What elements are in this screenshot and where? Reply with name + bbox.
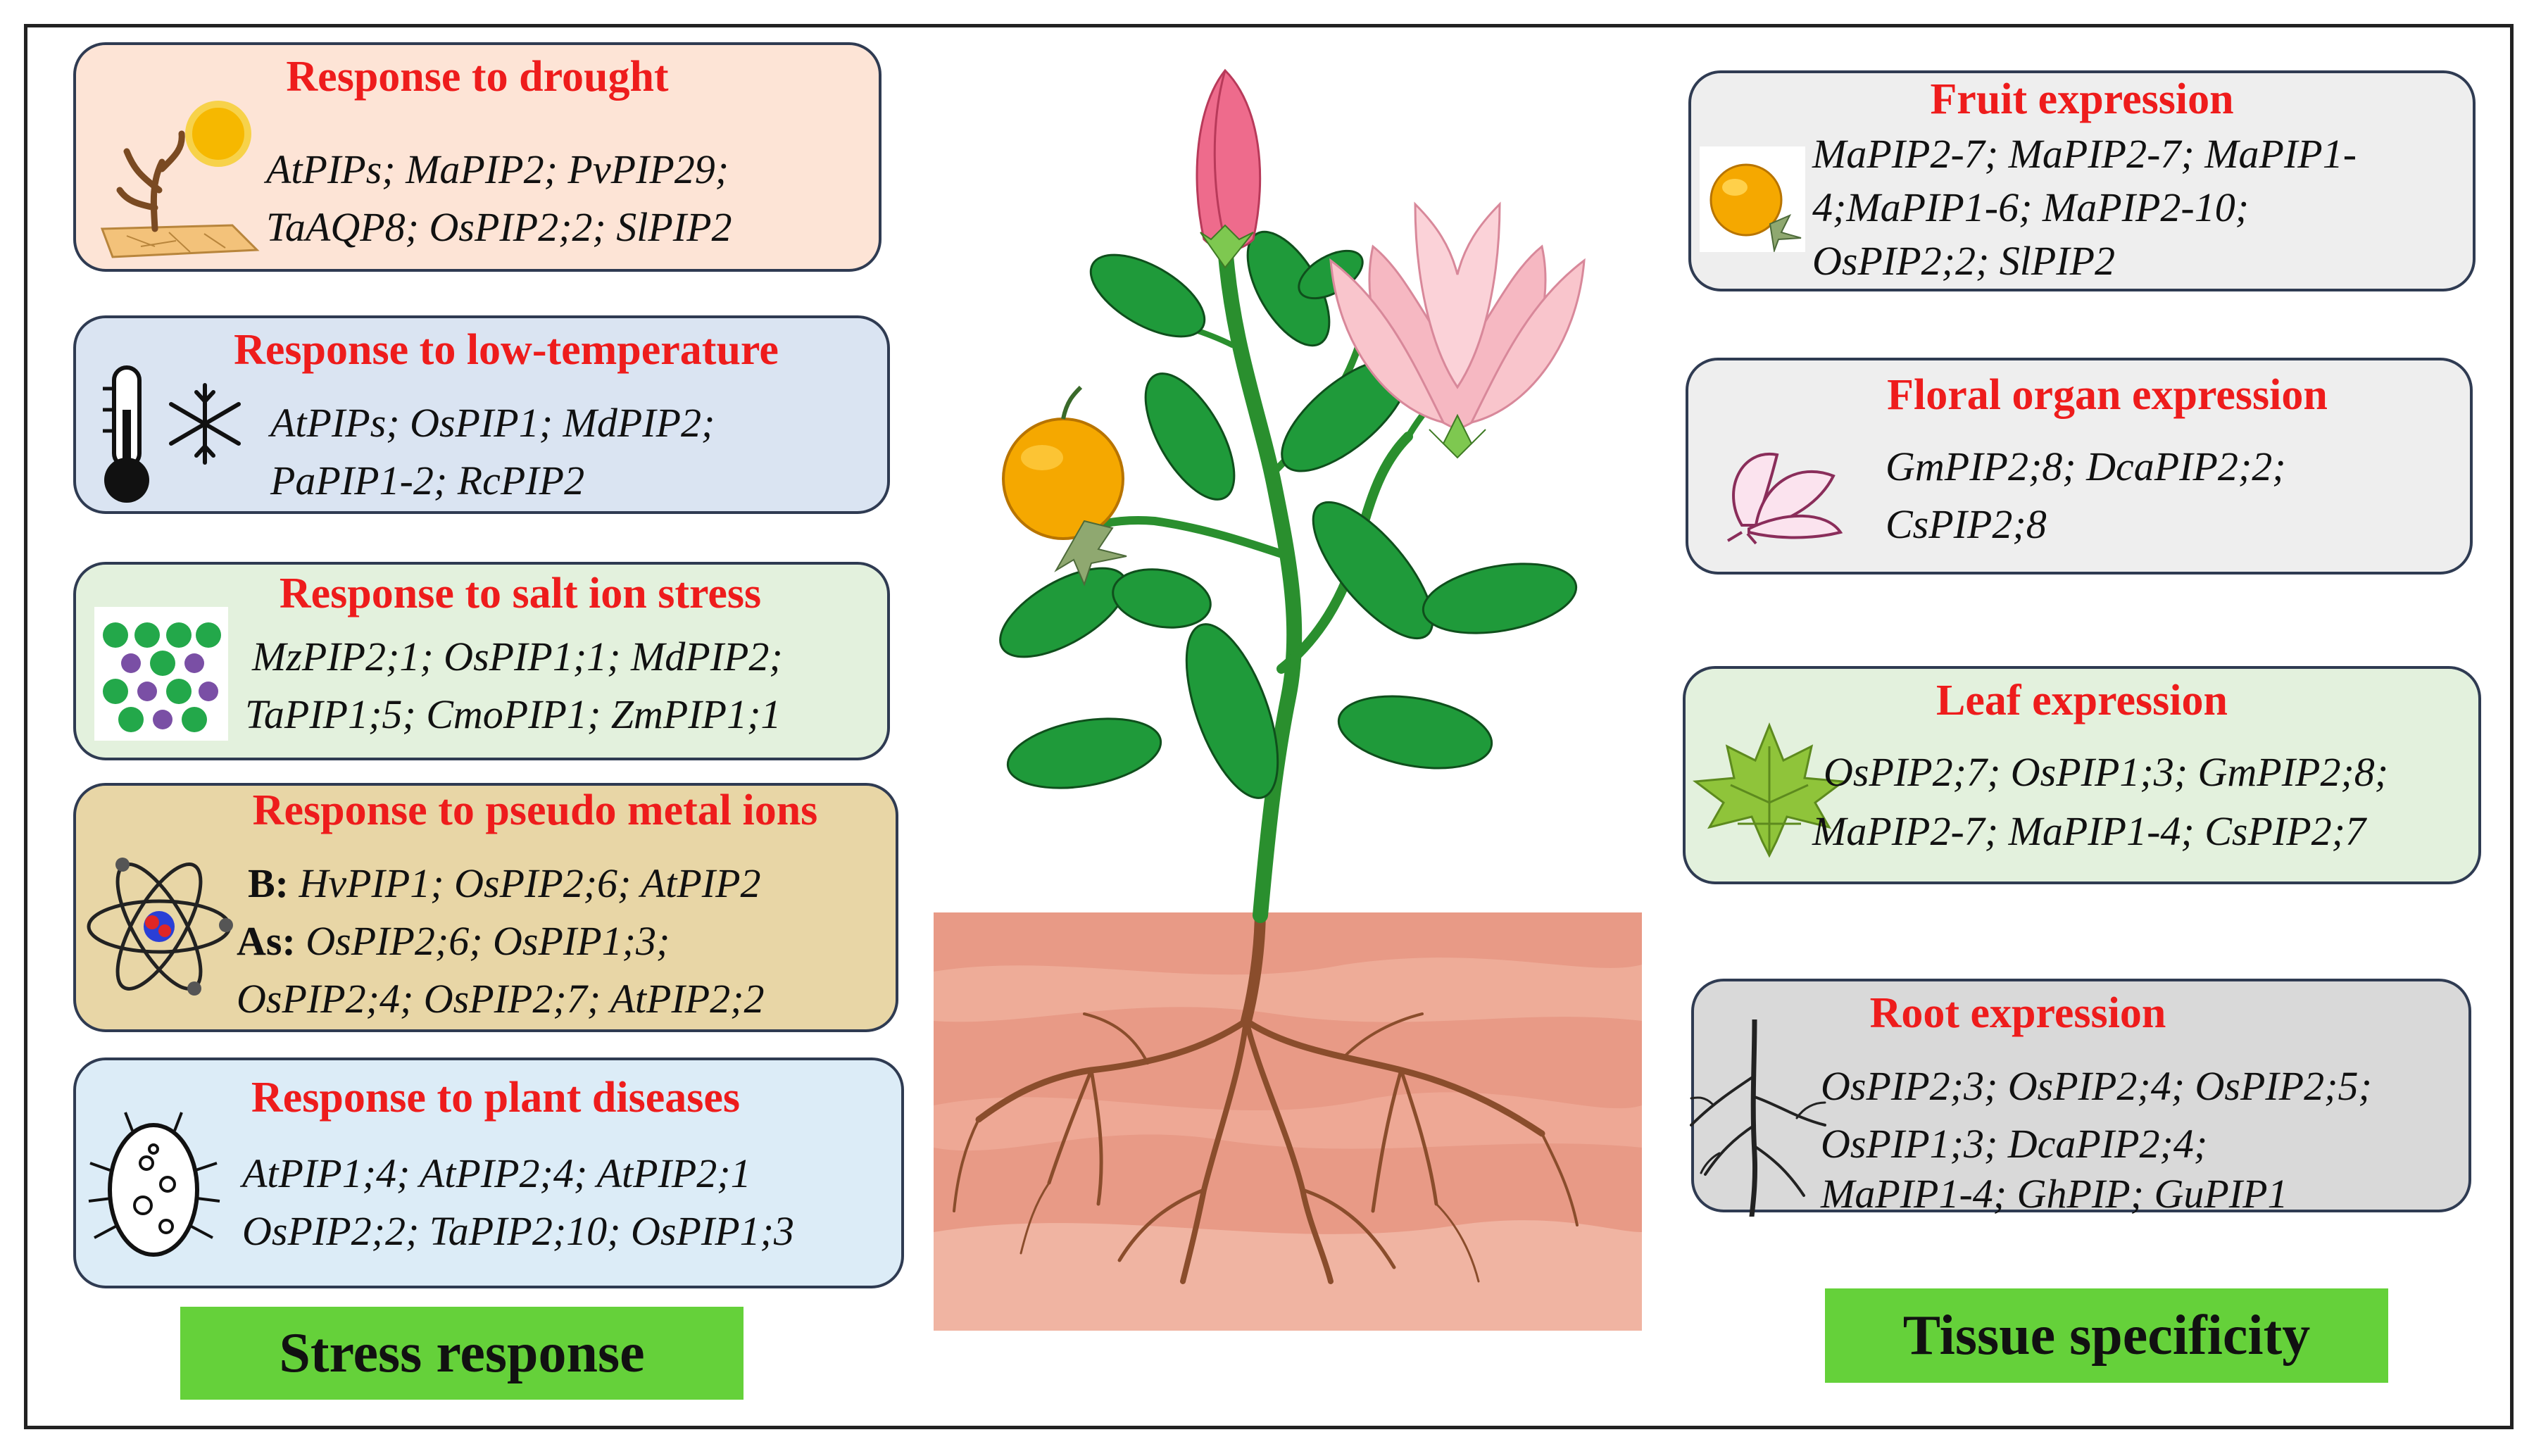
salt-genes-line-1: MzPIP2;1; OsPIP1;1; MdPIP2; xyxy=(252,634,783,679)
leaf-card: Leaf expression OsPIP2;7; OsPIP1;3; GmPI… xyxy=(1683,666,2481,884)
fruit-icon xyxy=(1700,146,1805,252)
bacterium-icon xyxy=(88,1112,220,1257)
drought-genes-line-2: TaAQP8; OsPIP2;2; SlPIP2 xyxy=(266,204,732,250)
floral-genes-line-1: GmPIP2;8; DcaPIP2;2; xyxy=(1886,444,2286,489)
yellow-fruit xyxy=(1002,385,1127,586)
atom-icon xyxy=(87,858,233,996)
root-card: Root expression OsPIP2;3; OsPIP2;4; OsPI… xyxy=(1690,979,2471,1217)
disease-card: Response to plant diseases AtPIP1;4; AtP… xyxy=(73,1058,904,1288)
root-title: Root expression xyxy=(1869,989,2166,1037)
metal-genes-line-3: OsPIP2;4; OsPIP2;7; AtPIP2;2 xyxy=(237,976,765,1022)
pink-flower-bud xyxy=(1196,68,1262,269)
root-genes-line-2: OsPIP1;3; DcaPIP2;4; xyxy=(1821,1121,2208,1167)
root-genes-line-3: MaPIP1-4; GhPIP; GuPIP1 xyxy=(1821,1171,2288,1217)
leaf-title: Leaf expression xyxy=(1936,677,2228,724)
disease-genes-line-1: AtPIP1;4; AtPIP2;4; AtPIP2;1 xyxy=(242,1150,751,1196)
arsenic-prefix: As: xyxy=(237,918,296,964)
fruit-genes-line-2: 4;MaPIP1-6; MaPIP2-10; xyxy=(1812,184,2250,230)
metal-as-line: As: OsPIP2;6; OsPIP1;3; xyxy=(237,912,670,970)
metal-b-line: B: HvPIP1; OsPIP2;6; AtPIP2 xyxy=(248,855,761,912)
salt-card: Response to salt ion stress MzPIP2;1; Os… xyxy=(73,562,890,760)
drought-title: Response to drought xyxy=(286,53,669,101)
disease-title: Response to plant diseases xyxy=(251,1074,741,1122)
salt-title: Response to salt ion stress xyxy=(279,570,762,617)
cold-title: Response to low-temperature xyxy=(234,326,779,374)
figure-border xyxy=(24,24,2514,1429)
thermometer-snowflake-icon xyxy=(103,365,241,503)
metal-card: Response to pseudo metal ions B: HvPIP1;… xyxy=(73,783,898,1032)
floral-genes-line-2: CsPIP2;8 xyxy=(1886,501,2047,547)
floral-title: Floral organ expression xyxy=(1887,371,2328,419)
root-genes-line-1: OsPIP2;3; OsPIP2;4; OsPIP2;5; xyxy=(1821,1063,2372,1109)
floral-card: Floral organ expression GmPIP2;8; DcaPIP… xyxy=(1686,358,2473,575)
tissue-specificity-label: Tissue specificity xyxy=(1825,1288,2388,1383)
boron-prefix: B: xyxy=(248,860,289,906)
leaf-genes-line-1: OsPIP2;7; OsPIP1;3; GmPIP2;8; xyxy=(1824,749,2389,795)
leaf-genes-line-2: MaPIP2-7; MaPIP1-4; CsPIP2;7 xyxy=(1812,808,2366,854)
fruit-card: Fruit expression MaPIP2-7; MaPIP2-7; MaP… xyxy=(1688,70,2476,291)
soil-block xyxy=(934,912,1642,1331)
cold-genes-line-2: PaPIP1-2; RcPIP2 xyxy=(270,458,585,503)
fruit-title: Fruit expression xyxy=(1930,75,2234,123)
drought-card: Response to drought AtPIPs; MaPIP2; PvPI… xyxy=(73,42,881,272)
flowering-plant-illustration xyxy=(934,68,1642,1331)
salt-genes-line-2: TaPIP1;5; CmoPIP1; ZmPIP1;1 xyxy=(245,691,782,737)
stress-response-label: Stress response xyxy=(180,1307,744,1400)
metal-title: Response to pseudo metal ions xyxy=(252,786,818,834)
salt-crystal-icon xyxy=(94,607,228,741)
pink-open-flower xyxy=(1329,201,1586,459)
maple-leaf-icon xyxy=(1692,722,1847,858)
leaves xyxy=(999,230,1578,799)
cold-genes-line-1: AtPIPs; OsPIP1; MdPIP2; xyxy=(270,400,715,446)
metal-as-genes: OsPIP2;6; OsPIP1;3; xyxy=(306,918,670,964)
cold-card: Response to low-temperature AtPIPs; OsPI… xyxy=(73,315,890,514)
fruit-genes-line-3: OsPIP2;2; SlPIP2 xyxy=(1812,238,2116,284)
drought-genes-line-1: AtPIPs; MaPIP2; PvPIP29; xyxy=(266,146,729,192)
fruit-genes-line-1: MaPIP2-7; MaPIP2-7; MaPIP1- xyxy=(1812,131,2357,177)
disease-genes-line-2: OsPIP2;2; TaPIP2;10; OsPIP1;3 xyxy=(242,1208,794,1254)
flower-icon xyxy=(1726,452,1843,545)
drought-tree-sun-icon xyxy=(100,101,260,258)
metal-b-genes: HvPIP1; OsPIP2;6; AtPIP2 xyxy=(299,860,761,906)
root-icon xyxy=(1690,1019,1826,1217)
